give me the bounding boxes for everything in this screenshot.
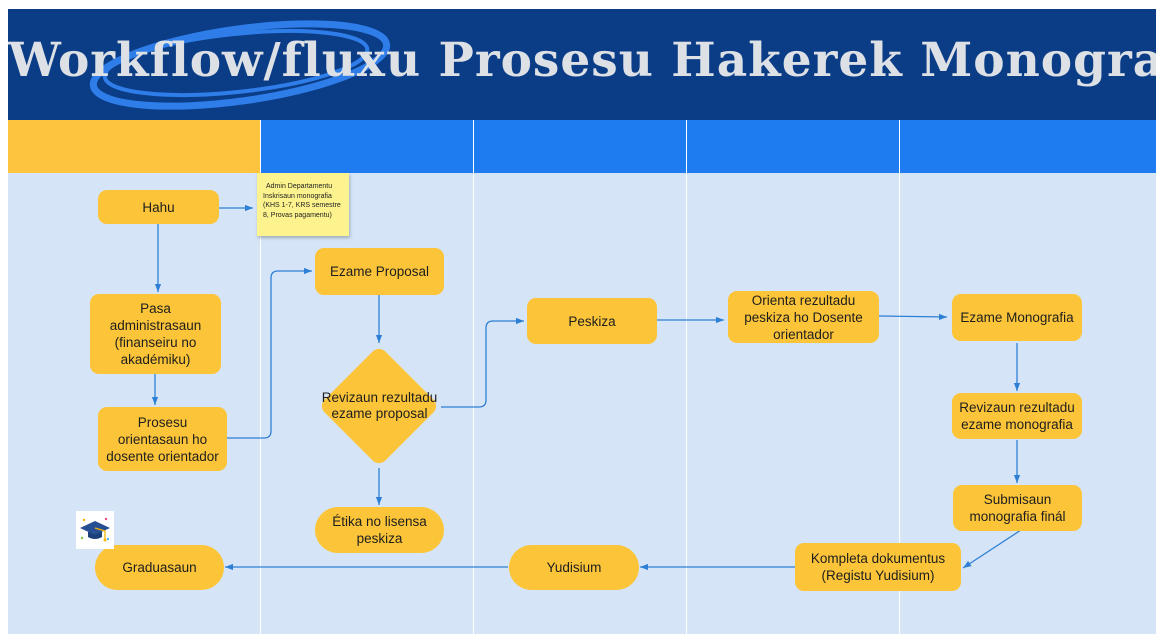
lane-divider	[260, 120, 261, 634]
lane-header-1	[8, 120, 260, 173]
lane-header-2	[261, 120, 473, 173]
header-banner: Workflow/fluxu Prosesu Hakerek Monografi…	[8, 9, 1156, 120]
arrow-submisaun-to-kompleta	[962, 529, 1022, 569]
graduation-cap-icon	[76, 511, 114, 549]
lane-header-3	[474, 120, 686, 173]
node-hahu: Hahu	[98, 190, 219, 224]
node-prosesu-orientasaun: Prosesu orientasaun ho dosente orientado…	[98, 407, 227, 471]
note-line-2: Inskrisaun monografia (KHS 1-7, KRS seme…	[263, 192, 341, 219]
arrow-orienta-to-ezame-monografia	[878, 313, 948, 321]
node-yudisium: Yudisium	[509, 545, 639, 590]
node-etika-lisensa: Étika no lisensa peskiza	[315, 507, 444, 553]
sticky-note: Admin Departamentu Inskrisaun monografia…	[257, 173, 349, 236]
lane-header-4	[687, 120, 899, 173]
node-submisaun-monografia: Submisaun monografia finál	[953, 485, 1082, 531]
node-ezame-proposal: Ezame Proposal	[315, 248, 444, 295]
arrow-revizaun-to-peskiza	[441, 317, 524, 408]
lane-divider	[473, 120, 474, 634]
node-graduasaun: Graduasaun	[95, 545, 224, 590]
page-title: Workflow/fluxu Prosesu Hakerek Monografi…	[8, 33, 1156, 88]
lane-header-5	[900, 120, 1156, 173]
node-pasa-administrasaun: Pasa administrasaun (finanseiru no akadé…	[90, 294, 221, 374]
lane-divider	[899, 120, 900, 634]
arrow-prosesu-to-ezame	[227, 267, 312, 439]
lane-divider	[686, 120, 687, 634]
swirl-decoration	[89, 20, 391, 110]
node-orienta-rezultadu: Orienta rezultadu peskiza ho Dosente ori…	[728, 291, 879, 343]
node-kompleta-dokumentus: Kompleta dokumentus (Registu Yudisium)	[795, 543, 961, 591]
node-revizaun-monografia: Revizaun rezultadu ezame monografia	[952, 393, 1082, 439]
decision-label: Revizaun rezultadu ezame proposal	[321, 390, 438, 421]
swimlane-header	[8, 120, 1156, 173]
node-revizaun-proposal: Revizaun rezultadu ezame proposal	[318, 345, 440, 467]
node-peskiza: Peskiza	[527, 298, 657, 344]
note-line-1: Admin Departamentu	[266, 183, 333, 190]
node-ezame-monografia: Ezame Monografia	[952, 294, 1082, 341]
